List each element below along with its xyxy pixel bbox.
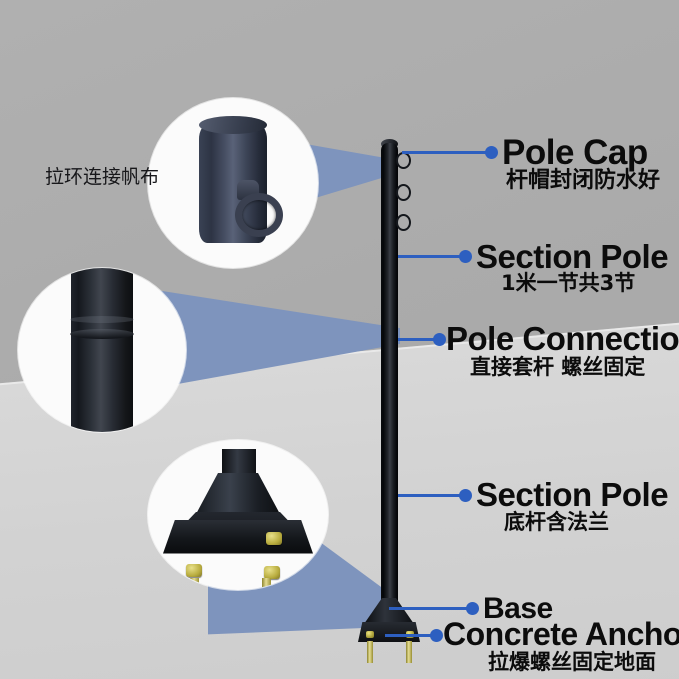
anchor-nut-icon <box>186 564 202 577</box>
detail-photo-pole-cap <box>148 98 318 268</box>
leader-dot-pole-connection <box>433 333 446 346</box>
label-section-pole-top-en: Section Pole <box>476 238 669 275</box>
anchor-nut-icon <box>366 631 374 638</box>
label-pole-cap-cn: 杆帽封闭防水好 <box>506 168 661 193</box>
pole-eyelet-icon <box>396 184 411 201</box>
pole-joint-body <box>71 268 133 432</box>
detail-photo-pole-connection <box>18 268 186 432</box>
label-pole-connection-en: Pole Connection <box>446 320 679 357</box>
pole-joint-seam <box>70 328 134 339</box>
label-base-en: Base <box>483 592 553 625</box>
label-concrete-anchor-en: Concrete Anchor <box>443 616 679 652</box>
side-note-canvas-ring: 拉环连接帆布 <box>45 166 160 188</box>
label-section-pole-top-cn: 1米一节共3节 <box>501 271 636 295</box>
anchor-bolt-icon <box>262 578 271 590</box>
anchor-nut-icon <box>266 532 282 545</box>
leader-line-section-pole-bottom <box>398 494 462 497</box>
leader-line-pole-connection <box>398 338 436 341</box>
leader-dot-section-pole-top <box>459 250 472 263</box>
anchor-bolt-icon <box>190 578 199 590</box>
pole-eyelet-icon <box>396 214 411 231</box>
anchor-bolt-icon <box>367 641 373 663</box>
label-concrete-anchor-cn: 拉爆螺丝固定地面 <box>488 650 656 674</box>
pole-cap-top-disc <box>199 116 267 135</box>
leader-dot-concrete-anchor <box>430 629 443 642</box>
leader-line-concrete-anchor <box>385 634 433 637</box>
pole-eyelet-icon <box>396 152 411 169</box>
leader-dot-section-pole-bottom <box>459 489 472 502</box>
leader-dot-pole-cap <box>485 146 498 159</box>
leader-line-base <box>389 607 469 610</box>
label-pole-connection-cn: 直接套杆 螺丝固定 <box>470 355 646 379</box>
anchor-nut-icon <box>264 566 280 579</box>
label-section-pole-bottom-en: Section Pole <box>476 476 669 513</box>
label-pole-cap-en: Pole Cap <box>502 133 648 172</box>
label-section-pole-bottom-cn: 底杆含法兰 <box>504 510 609 534</box>
lifting-ring-icon <box>235 193 283 238</box>
base-plate <box>163 519 313 554</box>
leader-line-section-pole-top <box>398 255 462 258</box>
detail-photo-base-flange <box>148 440 328 590</box>
leader-dot-base <box>466 602 479 615</box>
leader-line-pole-cap <box>402 151 488 154</box>
anchor-bolt-icon <box>406 641 412 663</box>
main-pole-lower-section <box>381 379 398 609</box>
main-pole-upper-section <box>381 143 398 379</box>
pole-joint-upper-seam <box>70 315 134 323</box>
